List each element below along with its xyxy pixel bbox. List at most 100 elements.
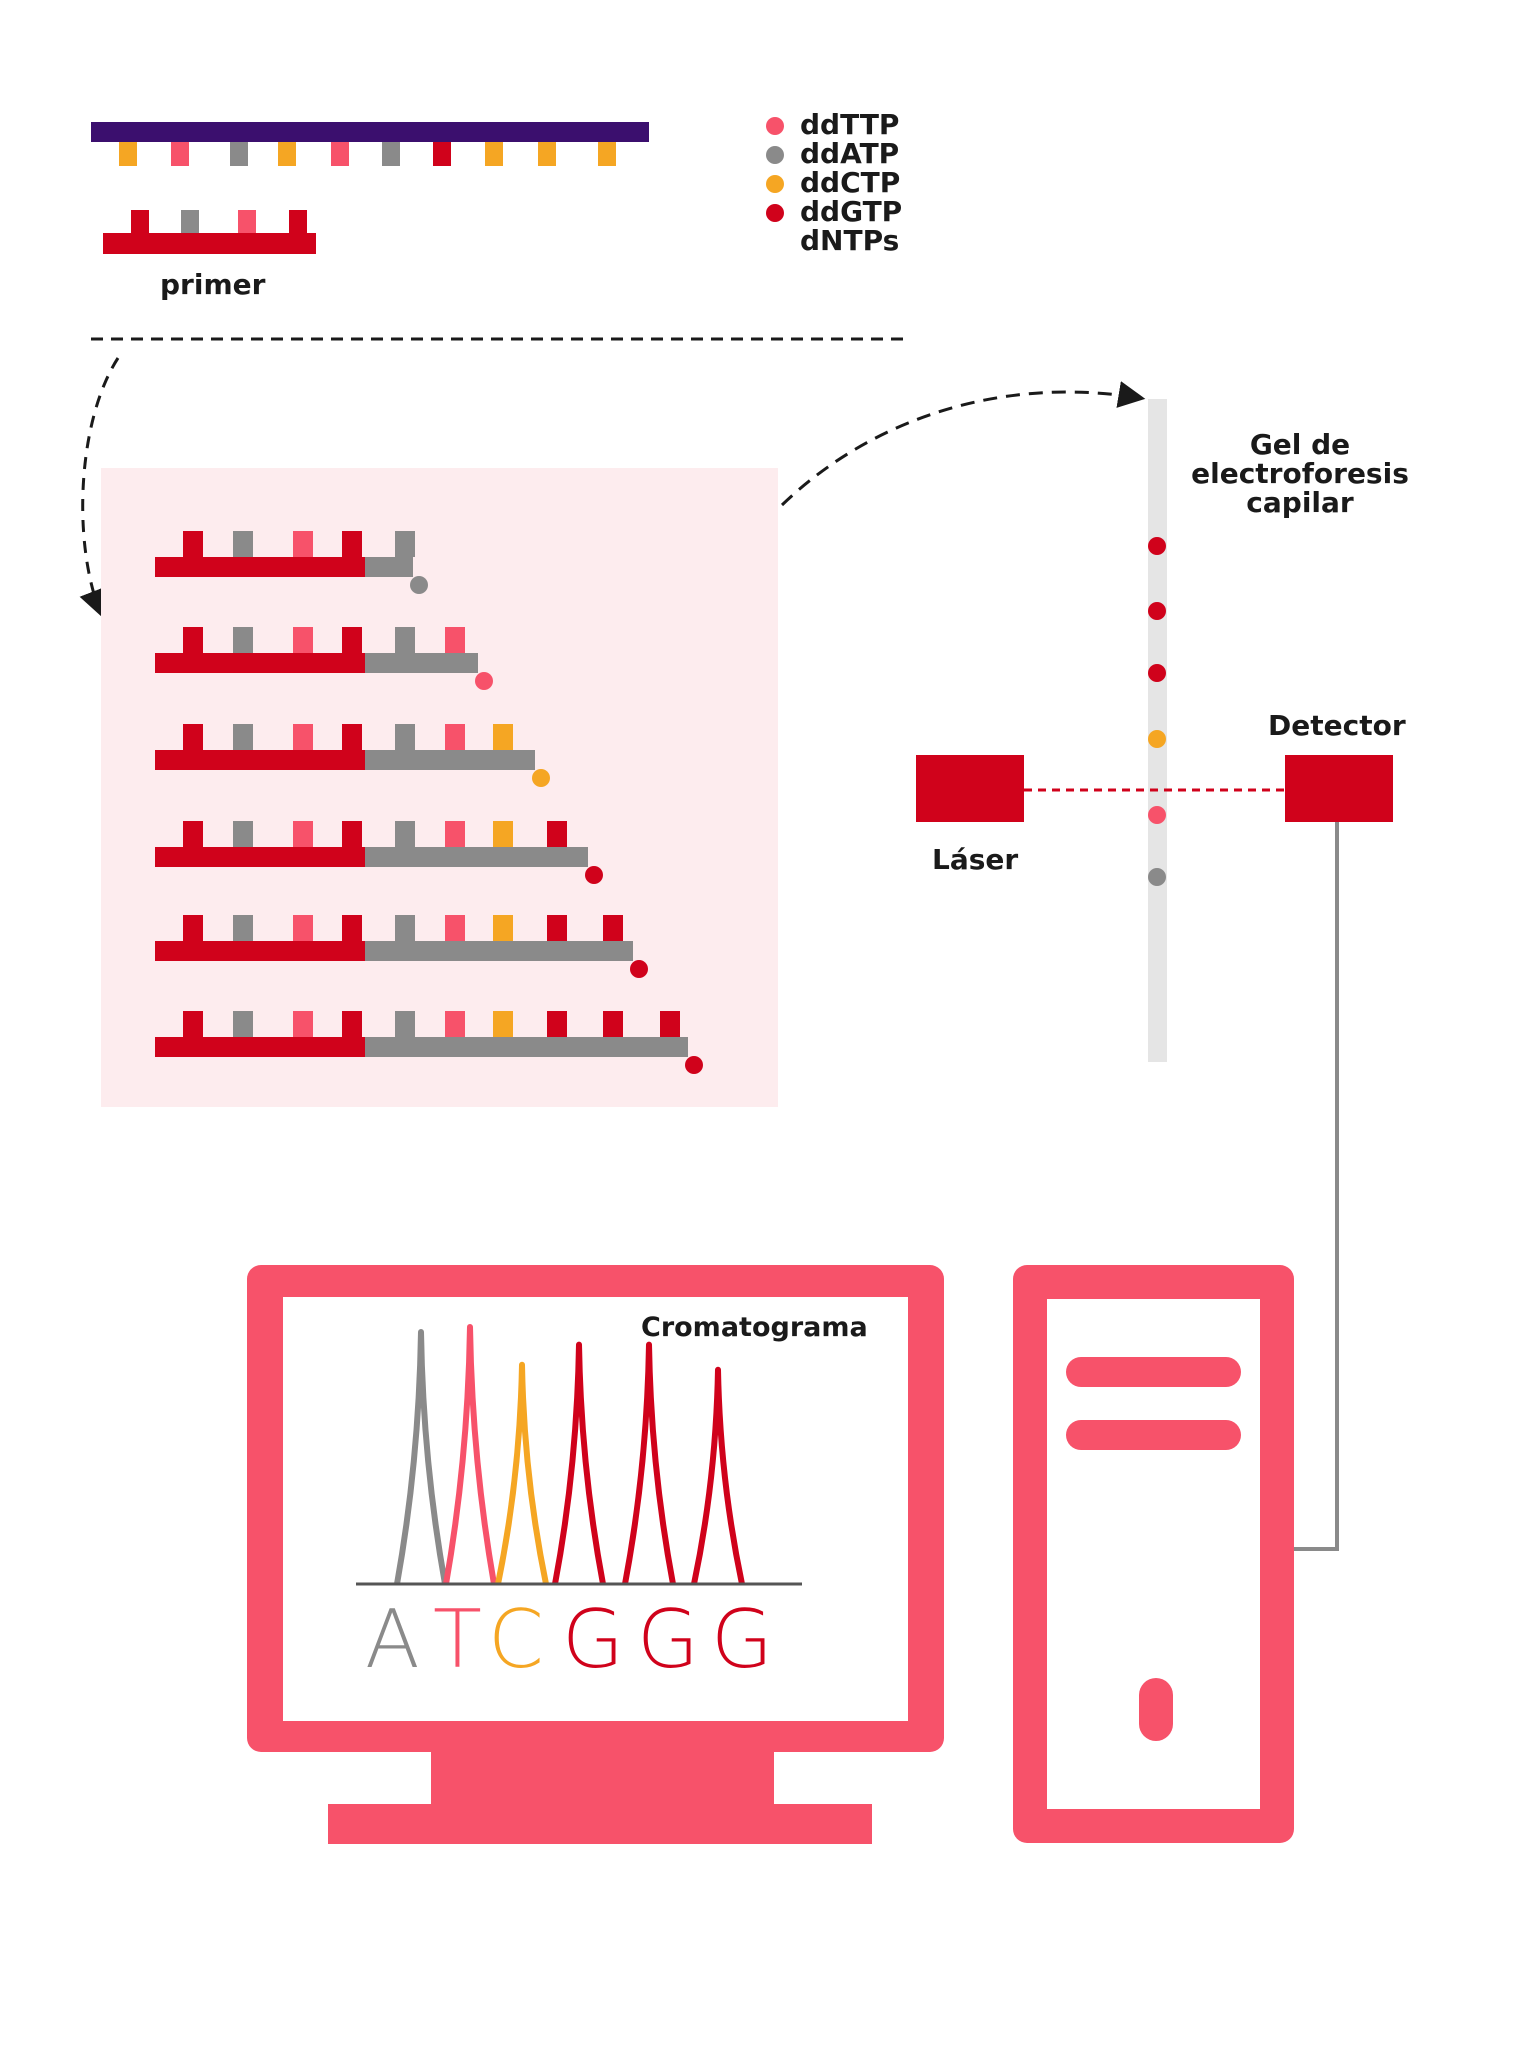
fragment-added-base [493, 1011, 513, 1037]
fragment-added-base [547, 821, 567, 847]
fragment-added-base [493, 915, 513, 941]
legend-dot [766, 175, 784, 193]
fragment-primer-base [183, 724, 203, 750]
primer-base [131, 210, 149, 233]
template-base [598, 142, 616, 166]
legend-label: ddATP [800, 137, 900, 170]
fragment-extension [365, 750, 535, 770]
template-base [485, 142, 503, 166]
fragment-primer-base [233, 1011, 253, 1037]
template-strand [91, 122, 649, 166]
fragment-primer-base [233, 724, 253, 750]
template-backbone [91, 122, 649, 142]
fragment-added-base [603, 915, 623, 941]
gel-label: Gel de electroforesis capilar [1150, 430, 1450, 517]
fragment-added-base [395, 627, 415, 653]
fragment-added-base [445, 627, 465, 653]
fragments-group [155, 531, 703, 1074]
fragment-primer-base [342, 915, 362, 941]
legend-label: ddCTP [800, 166, 901, 199]
fragment-primer [155, 941, 365, 961]
base-letter: G [637, 1593, 699, 1686]
fragment-primer-base [183, 1011, 203, 1037]
primer-backbone [103, 233, 316, 254]
fragment-added-base [395, 1011, 415, 1037]
detector-cable [1293, 822, 1339, 1551]
fragment-primer-base [233, 915, 253, 941]
legend-dot [766, 146, 784, 164]
fragment-primer [155, 557, 365, 577]
fragment-added-base [395, 915, 415, 941]
fragment-added-base [445, 821, 465, 847]
fragment-extension [365, 941, 633, 961]
fragment-added-base [445, 724, 465, 750]
legend-label: ddTTP [800, 108, 900, 141]
fragment-primer-base [293, 627, 313, 653]
laser-box [916, 755, 1024, 822]
chromatogram-peak [622, 1341, 676, 1585]
fragment-extension [365, 653, 478, 673]
fragment-primer [155, 750, 365, 770]
template-base [119, 142, 137, 166]
template-base [433, 142, 451, 166]
legend-label: ddGTP [800, 195, 903, 228]
gel-band-dot [1148, 730, 1166, 748]
legend-dot [766, 117, 784, 135]
detector-label: Detector [1268, 709, 1406, 742]
legend-label: dNTPs [800, 224, 900, 257]
gel-band-dot [1148, 537, 1166, 555]
fragment-extension [365, 1037, 688, 1057]
legend-dot [766, 204, 784, 222]
fragment-extension [365, 847, 588, 867]
base-letter: A [365, 1593, 420, 1686]
chromatogram-peaks [394, 1323, 745, 1585]
fragment-added-base [395, 821, 415, 847]
fragment-primer-base [183, 531, 203, 557]
monitor-screen [283, 1297, 908, 1721]
fragment-primer-base [233, 627, 253, 653]
fragment-primer [155, 847, 365, 867]
chromatogram-label: Cromatograma [641, 1312, 868, 1343]
template-base [171, 142, 189, 166]
chromatogram-peak [691, 1366, 745, 1585]
gel-label-line-1: Gel de [1249, 428, 1351, 461]
gel-band-dot [1148, 664, 1166, 682]
fragment-primer-base [293, 531, 313, 557]
base-letter: T [433, 1593, 482, 1686]
fragment-added-base [547, 1011, 567, 1037]
base-letter: G [711, 1593, 773, 1686]
fragment-extension [365, 557, 413, 577]
base-letter: C [488, 1593, 544, 1686]
arrow-to-reaction [79, 357, 120, 618]
fragment-added-base [395, 531, 415, 557]
fragment-primer [155, 1037, 365, 1057]
fragment-added-base [493, 821, 513, 847]
fragment-primer-base [342, 627, 362, 653]
gel-label-line-2: electroforesis [1191, 457, 1409, 490]
gel-label-line-3: capilar [1246, 486, 1354, 519]
primer-strand [103, 210, 316, 254]
fragment-added-base [547, 915, 567, 941]
base-letter: G [562, 1593, 624, 1686]
fragment-primer [155, 653, 365, 673]
primer-label: primer [160, 268, 266, 301]
arrow-to-gel [780, 381, 1146, 507]
fragment-primer-base [233, 821, 253, 847]
template-base [278, 142, 296, 166]
fragment-added-base [660, 1011, 680, 1037]
fragment-terminator-dot [585, 866, 603, 884]
primer-base [238, 210, 256, 233]
gel-band-dot [1148, 868, 1166, 886]
chromatogram-peak [495, 1361, 549, 1585]
fragment-primer-base [293, 915, 313, 941]
fragment-terminator-dot [532, 769, 550, 787]
primer-base [181, 210, 199, 233]
tower-power-button [1139, 1678, 1173, 1741]
template-base [382, 142, 400, 166]
template-base [331, 142, 349, 166]
fragment-primer-base [293, 724, 313, 750]
fragment-primer-base [342, 821, 362, 847]
fragment-terminator-dot [685, 1056, 703, 1074]
fragment-primer-base [342, 531, 362, 557]
gel-band-dot [1148, 602, 1166, 620]
